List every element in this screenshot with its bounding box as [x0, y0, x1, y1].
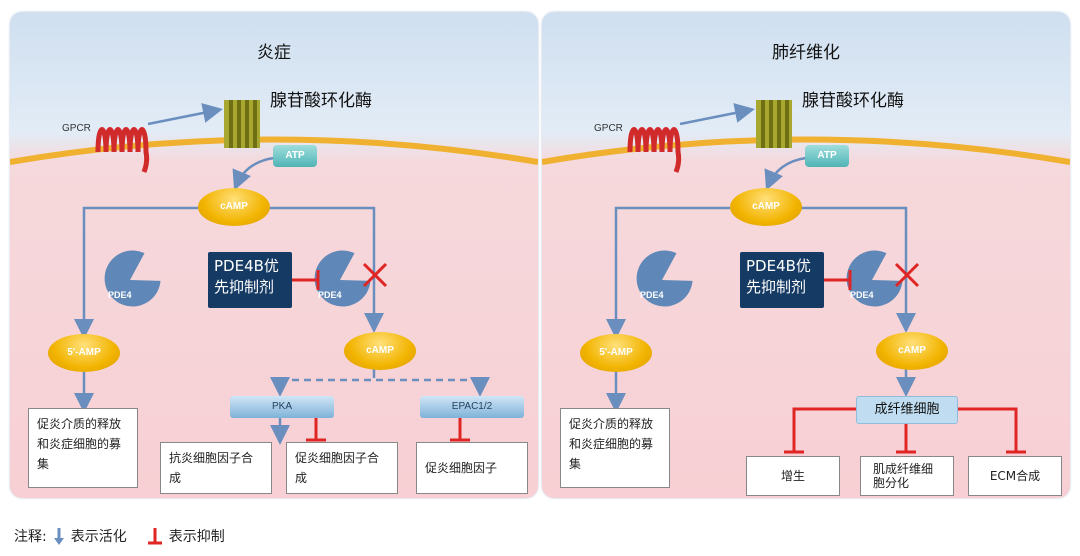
pde4-left-label: PDE4 [108, 290, 132, 300]
fibrosis-panel: 肺纤维化 腺苷酸环化酶 GPCR ATP cAMP PDE4 PDE4B优先抑制… [542, 12, 1070, 498]
amp5-node: 5'-AMP [580, 334, 652, 372]
gpcr-receptor-icon [95, 127, 150, 173]
camp-mid-node: cAMP [344, 332, 416, 370]
epac-bar: EPAC1/2 [420, 396, 524, 418]
legend-prefix: 注释: [14, 529, 47, 545]
pka-bar: PKA [230, 396, 334, 418]
proliferation-box: 增生 [746, 456, 840, 496]
block-x-icon [362, 262, 388, 288]
camp-top-node: cAMP [730, 188, 802, 226]
legend-inhibit: 表示抑制 [168, 529, 225, 545]
enzyme-label: 腺苷酸环化酶 [802, 91, 904, 111]
pde4-right-icon [846, 250, 903, 307]
pde4-right-label: PDE4 [318, 290, 342, 300]
pro-inflammatory-release-box: 促炎介质的释放和炎症细胞的募集 [560, 408, 670, 488]
myofibroblast-differentiation-box: 肌成纤维细胞分化 [860, 456, 954, 496]
panel-title: 肺纤维化 [772, 43, 840, 63]
pde4-right-icon [314, 250, 371, 307]
gpcr-label: GPCR [62, 123, 91, 134]
pro-inflammatory-synthesis-box: 促炎细胞因子合成 [286, 442, 398, 494]
camp-mid-node: cAMP [876, 332, 948, 370]
fibrosis-pathway-diagram [542, 100, 1070, 454]
pde4-left-icon [636, 250, 693, 307]
pde4-right-label: PDE4 [850, 290, 874, 300]
cell-membrane [542, 136, 1070, 165]
pro-inflammatory-cytokine-box: 促炎细胞因子 [416, 442, 528, 494]
gpcr-receptor-icon [627, 127, 682, 173]
legend: 注释: 表示活化 表示抑制 [14, 526, 225, 546]
legend-activate: 表示活化 [70, 529, 127, 545]
inhibit-bar-icon [147, 528, 162, 545]
pde4-left-label: PDE4 [640, 290, 664, 300]
enzyme-label: 腺苷酸环化酶 [270, 91, 372, 111]
inflammation-pathway-diagram [10, 100, 538, 445]
atp-node: ATP [805, 145, 849, 167]
adenylate-cyclase-icon [224, 100, 260, 148]
pde4b-inhibitor-box: PDE4B优先抑制剂 [208, 252, 292, 308]
block-x-icon [894, 262, 920, 288]
anti-inflammatory-synthesis-box: 抗炎细胞因子合成 [160, 442, 272, 494]
pde4-left-icon [104, 250, 161, 307]
fibroblast-node: 成纤维细胞 [856, 396, 958, 424]
camp-top-node: cAMP [198, 188, 270, 226]
amp5-node: 5'-AMP [48, 334, 120, 372]
pde4b-inhibitor-box: PDE4B优先抑制剂 [740, 252, 824, 308]
gpcr-label: GPCR [594, 123, 623, 134]
atp-node: ATP [273, 145, 317, 167]
adenylate-cyclase-icon [756, 100, 792, 148]
ecm-synthesis-box: ECM合成 [968, 456, 1062, 496]
activate-arrow-icon [53, 528, 64, 545]
panel-title: 炎症 [257, 43, 291, 63]
inflammation-panel: 炎症 腺苷酸环化酶 GPCR ATP cAMP PDE4 PDE4B优先抑制剂 … [10, 12, 538, 498]
pro-inflammatory-release-box: 促炎介质的释放和炎症细胞的募集 [28, 408, 138, 488]
cell-membrane [10, 136, 538, 165]
